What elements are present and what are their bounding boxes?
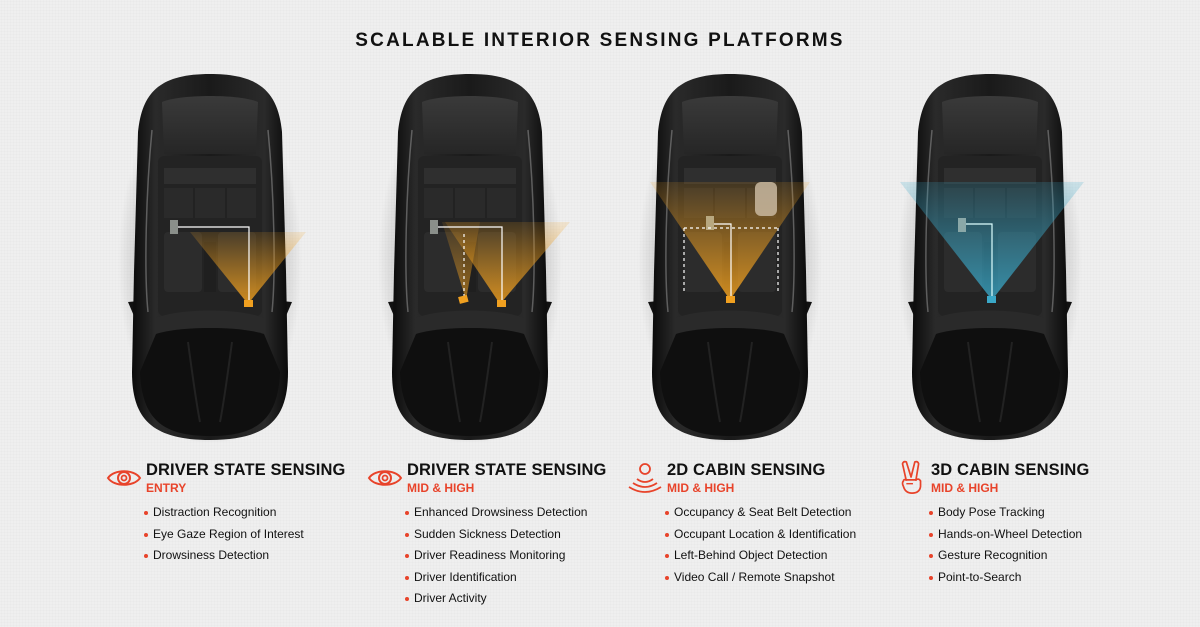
platform-panel-1: DRIVER STATE SENSING ENTRY Distraction R… bbox=[106, 460, 345, 567]
signal-waves-icon bbox=[627, 460, 663, 496]
car-diagram-2d-cabin bbox=[630, 72, 830, 442]
eye-icon bbox=[106, 460, 142, 496]
car-diagram-3d-cabin bbox=[890, 72, 1090, 442]
feature-item: Enhanced Drowsiness Detection bbox=[405, 502, 606, 524]
platform-tier: ENTRY bbox=[146, 481, 187, 495]
feature-item: Driver Activity bbox=[405, 588, 606, 610]
page-title: SCALABLE INTERIOR SENSING PLATFORMS bbox=[355, 30, 845, 51]
platform-heading: 2D CABIN SENSING bbox=[667, 461, 826, 479]
platform-tier: MID & HIGH bbox=[407, 481, 475, 495]
feature-item: Hands-on-Wheel Detection bbox=[929, 524, 1089, 546]
platform-heading: 3D CABIN SENSING bbox=[931, 461, 1090, 479]
feature-item: Driver Identification bbox=[405, 567, 606, 589]
car-diagram-driver-state-entry bbox=[110, 72, 310, 442]
feature-item: Occupancy & Seat Belt Detection bbox=[665, 502, 856, 524]
platform-tier: MID & HIGH bbox=[667, 481, 735, 495]
feature-item: Drowsiness Detection bbox=[144, 545, 345, 567]
feature-item: Driver Readiness Monitoring bbox=[405, 545, 606, 567]
platform-panel-2: DRIVER STATE SENSING MID & HIGH Enhanced… bbox=[367, 460, 606, 610]
peace-hand-icon bbox=[897, 460, 927, 496]
feature-item: Distraction Recognition bbox=[144, 502, 345, 524]
feature-item: Occupant Location & Identification bbox=[665, 524, 856, 546]
ecu-module bbox=[170, 220, 178, 234]
eye-icon bbox=[367, 460, 403, 496]
platform-panel-4: 3D CABIN SENSING MID & HIGH Body Pose Tr… bbox=[897, 460, 1089, 588]
sensor-field-cone bbox=[190, 232, 306, 304]
feature-item: Sudden Sickness Detection bbox=[405, 524, 606, 546]
feature-item: Point-to-Search bbox=[929, 567, 1089, 589]
feature-item: Gesture Recognition bbox=[929, 545, 1089, 567]
car-diagram-driver-state-mid-high bbox=[370, 72, 570, 442]
platform-tier: MID & HIGH bbox=[931, 481, 999, 495]
platform-panel-3: 2D CABIN SENSING MID & HIGH Occupancy & … bbox=[627, 460, 856, 588]
feature-item: Video Call / Remote Snapshot bbox=[665, 567, 856, 589]
camera-sensor bbox=[244, 300, 253, 307]
feature-item: Body Pose Tracking bbox=[929, 502, 1089, 524]
feature-item: Left-Behind Object Detection bbox=[665, 545, 856, 567]
feature-item: Eye Gaze Region of Interest bbox=[144, 524, 345, 546]
child-seat bbox=[755, 182, 777, 216]
platform-heading: DRIVER STATE SENSING bbox=[146, 461, 346, 479]
platform-heading: DRIVER STATE SENSING bbox=[407, 461, 607, 479]
